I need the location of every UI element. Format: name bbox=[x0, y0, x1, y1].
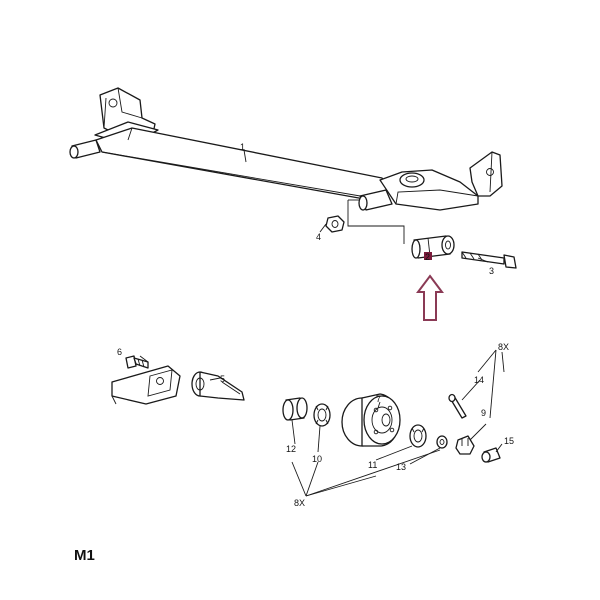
up-arrow-icon bbox=[416, 274, 444, 321]
callout-1: 1 bbox=[240, 142, 245, 152]
rear-axle-beam bbox=[69, 87, 503, 211]
callout-11: 11 bbox=[368, 460, 377, 470]
bearing-race-part bbox=[313, 403, 331, 427]
nut-part bbox=[325, 215, 345, 233]
bolt-part bbox=[461, 251, 517, 269]
callout-12: 12 bbox=[286, 444, 296, 454]
callout-6: 6 bbox=[117, 347, 122, 357]
stub-axle-part bbox=[191, 371, 245, 401]
bush-part bbox=[411, 235, 455, 259]
callout-7: 7 bbox=[376, 394, 381, 404]
callout-8x-top: 8X bbox=[498, 342, 509, 352]
leader-lines bbox=[139, 149, 505, 497]
split-pin-part bbox=[448, 393, 467, 419]
brake-drum-part bbox=[341, 393, 401, 447]
diagram-code: M1 bbox=[74, 547, 95, 564]
callout-3: 3 bbox=[489, 266, 494, 276]
callout-5: 5 bbox=[220, 374, 225, 384]
callout-2: 2 bbox=[425, 252, 430, 262]
outer-bearing-part bbox=[409, 424, 427, 448]
thrust-washer-part bbox=[436, 435, 448, 449]
callout-14: 14 bbox=[474, 375, 484, 385]
callout-9: 9 bbox=[481, 408, 486, 418]
inner-bearing-part bbox=[282, 397, 308, 421]
axle-arm-stub bbox=[111, 365, 181, 405]
callout-4: 4 bbox=[316, 232, 321, 242]
callout-10: 10 bbox=[312, 454, 322, 464]
callout-13: 13 bbox=[396, 462, 406, 472]
selection-marker bbox=[424, 252, 432, 260]
castle-nut-part bbox=[455, 435, 475, 455]
mounting-bolt-part bbox=[125, 355, 149, 369]
callout-8x-bottom: 8X bbox=[294, 498, 305, 508]
callout-15: 15 bbox=[504, 436, 514, 446]
